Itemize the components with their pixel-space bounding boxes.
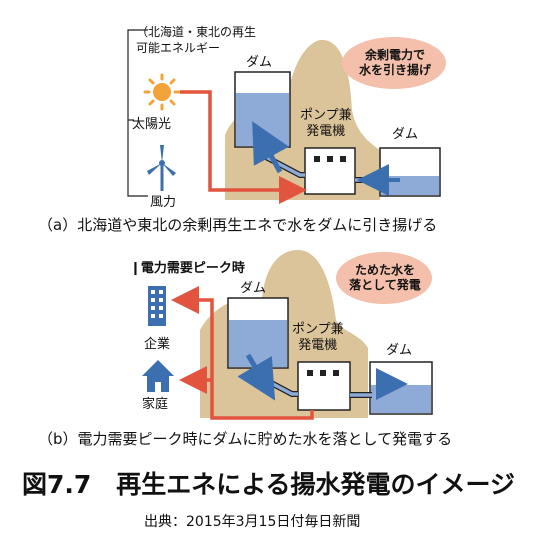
wind-turbine-icon	[147, 145, 176, 191]
supply-line	[171, 286, 314, 420]
source-solar-label: 太陽光	[132, 117, 172, 132]
consumer-household-label: 家庭	[142, 397, 169, 412]
pump-generator-b	[297, 361, 351, 411]
water-up-arrow	[252, 121, 289, 174]
consumer-company-label: 企業	[144, 337, 171, 352]
figure-title: 図7.7 再生エネによる揚水発電のイメージ	[22, 470, 516, 499]
surplus-bubble	[342, 37, 446, 89]
upper-dam-b	[227, 297, 289, 369]
surplus-bubble-text: 余剰電力で 水を引き揚げ	[358, 48, 431, 77]
panel-b	[142, 250, 433, 420]
source-label: （北海道・東北の再生 可能エネルギー	[136, 25, 257, 55]
pump-generator-b-label: ポンプ兼 発電機	[292, 322, 344, 353]
house-icon	[142, 360, 174, 392]
panel-a	[127, 29, 446, 204]
pump-generator-a	[304, 147, 356, 195]
lower-dam-b-label: ダム	[386, 343, 413, 358]
lower-dam-a-label: ダム	[392, 127, 419, 142]
generation-bubble	[336, 252, 432, 304]
upper-dam-b-label: ダム	[240, 281, 267, 296]
source-note: 出典：2015年3月15日付毎日新聞	[144, 514, 361, 530]
lower-dam-a	[379, 147, 441, 197]
source-bracket	[127, 29, 148, 197]
caption-b: （b）電力需要ピーク時にダムに貯めた水を落として発電する	[38, 430, 453, 448]
source-wind-label: 風力	[150, 195, 177, 210]
peak-label: ❙電力需要ピーク時	[130, 261, 245, 276]
generation-bubble-text: ためた水を 落として発電	[349, 263, 421, 292]
power-line-sun	[180, 90, 307, 204]
water-down-arrow	[237, 353, 276, 401]
upper-dam-a-label: ダム	[246, 55, 273, 70]
office-building-icon	[148, 286, 166, 326]
pump-generator-a-label: ポンプ兼 発電機	[300, 108, 352, 139]
caption-a: （a）北海道や東北の余剰再生エネで水をダムに引き揚げる	[38, 216, 438, 234]
sun-icon	[143, 73, 181, 111]
lower-dam-b	[369, 361, 433, 415]
